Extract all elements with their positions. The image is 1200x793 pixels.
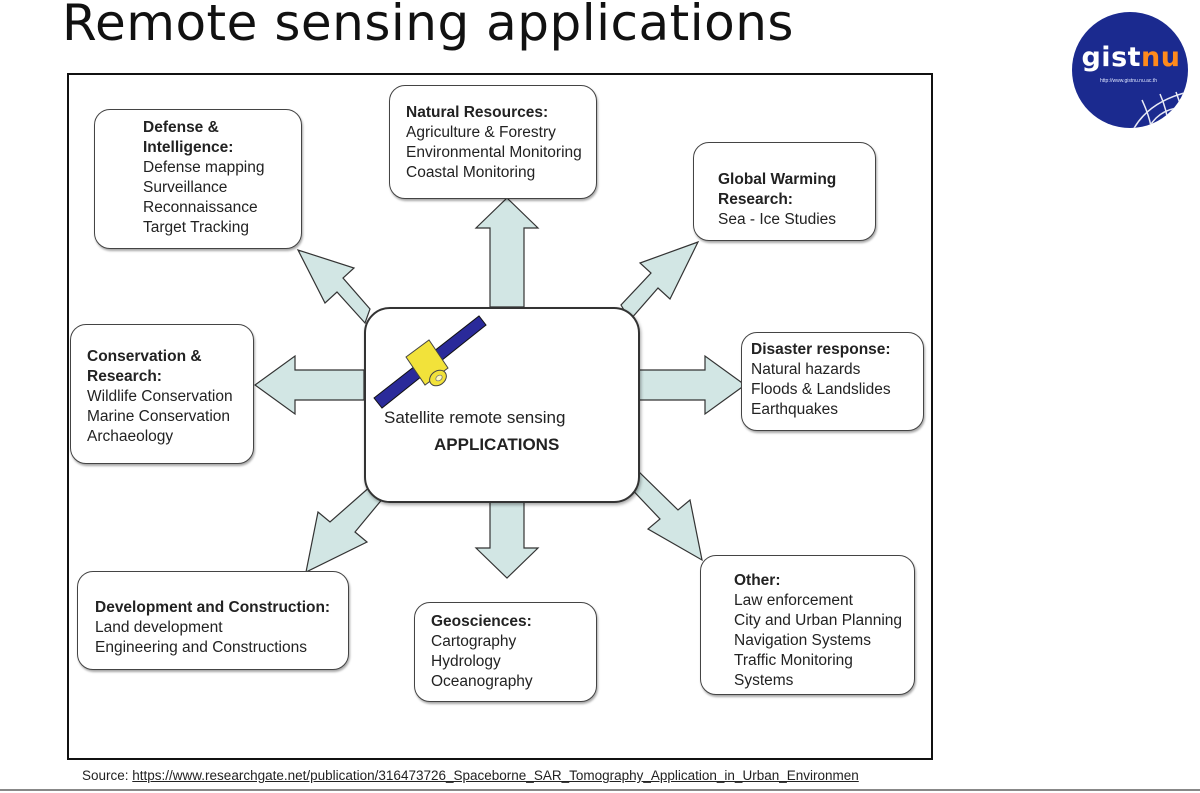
box-item: Environmental Monitoring xyxy=(406,144,582,161)
center-subtitle: Satellite remote sensing xyxy=(384,408,566,427)
box-heading: Natural Resources: xyxy=(406,104,549,121)
logo-text-main: gist xyxy=(1081,42,1142,73)
box-item: Wildlife Conservation xyxy=(87,388,233,405)
box-item: Target Tracking xyxy=(143,219,249,236)
box-item: Land development xyxy=(95,619,223,636)
box-natural-resources: Natural Resources: Agriculture & Forestr… xyxy=(389,85,597,199)
arrow-left xyxy=(253,354,365,416)
box-item: Agriculture & Forestry xyxy=(406,124,556,141)
box-item: Archaeology xyxy=(87,428,174,445)
arrow-up xyxy=(474,197,540,308)
box-item: Oceanography xyxy=(431,673,533,690)
arrow-down xyxy=(474,498,540,579)
arrow-up-right xyxy=(620,240,700,322)
box-defense-intelligence: Defense & Intelligence: Defense mapping … xyxy=(94,109,302,249)
box-item: Earthquakes xyxy=(751,401,839,418)
box-heading: Other: xyxy=(734,572,781,589)
box-item: Floods & Landslides xyxy=(751,381,891,398)
box-heading: Geosciences: xyxy=(431,613,532,630)
box-item: Cartography xyxy=(431,633,517,650)
source-label: Source: xyxy=(82,768,133,783)
box-item: Engineering and Constructions xyxy=(95,639,307,656)
center-box: Satellite remote sensing APPLICATIONS xyxy=(364,307,640,503)
box-heading: Defense & Intelligence: xyxy=(143,119,234,156)
slide-title: Remote sensing applications xyxy=(62,0,794,52)
box-heading: Development and Construction: xyxy=(95,599,331,616)
box-item: Law enforcement xyxy=(734,592,853,609)
box-heading: Global Warming Research: xyxy=(718,171,837,208)
bottom-divider xyxy=(0,789,1200,791)
box-heading: Disaster response: xyxy=(751,341,891,358)
box-item: Traffic Monitoring xyxy=(734,652,853,669)
box-item: City and Urban Planning xyxy=(734,612,903,629)
arrow-right xyxy=(635,354,747,416)
globe-grid-icon xyxy=(1133,91,1188,128)
arrow-down-left xyxy=(305,484,385,574)
box-geosciences: Geosciences: Cartography Hydrology Ocean… xyxy=(414,602,597,702)
gistnu-logo: gistnu http://www.gistnu.nu.ac.th xyxy=(1072,12,1188,128)
box-item: Defense mapping xyxy=(143,159,265,176)
box-item: Surveillance xyxy=(143,179,228,196)
box-global-warming: Global Warming Research: Sea - Ice Studi… xyxy=(693,142,876,241)
box-item: Coastal Monitoring xyxy=(406,164,536,181)
center-title: APPLICATIONS xyxy=(434,435,560,454)
arrow-up-left xyxy=(296,248,371,325)
box-item: Systems xyxy=(734,672,794,689)
box-item: Reconnaissance xyxy=(143,199,258,216)
box-item: Navigation Systems xyxy=(734,632,871,649)
box-conservation-research: Conservation & Research: Wildlife Conser… xyxy=(70,324,254,464)
logo-text-accent: nu xyxy=(1141,42,1181,73)
box-other: Other: Law enforcement City and Urban Pl… xyxy=(700,555,915,695)
source-citation: Source: https://www.researchgate.net/pub… xyxy=(82,768,859,783)
box-disaster-response: Disaster response: Natural hazards Flood… xyxy=(741,332,924,431)
source-link[interactable]: https://www.researchgate.net/publication… xyxy=(132,768,859,783)
logo-wordmark: gistnu xyxy=(1078,42,1184,73)
box-item: Hydrology xyxy=(431,653,501,670)
box-item: Natural hazards xyxy=(751,361,861,378)
logo-url: http://www.gistnu.nu.ac.th xyxy=(1100,78,1157,84)
box-development-construction: Development and Construction: Land devel… xyxy=(77,571,349,670)
box-item: Sea - Ice Studies xyxy=(718,211,837,228)
arrow-down-right xyxy=(624,469,703,562)
satellite-icon xyxy=(373,315,487,409)
box-heading: Conservation & Research: xyxy=(87,348,202,385)
box-item: Marine Conservation xyxy=(87,408,231,425)
